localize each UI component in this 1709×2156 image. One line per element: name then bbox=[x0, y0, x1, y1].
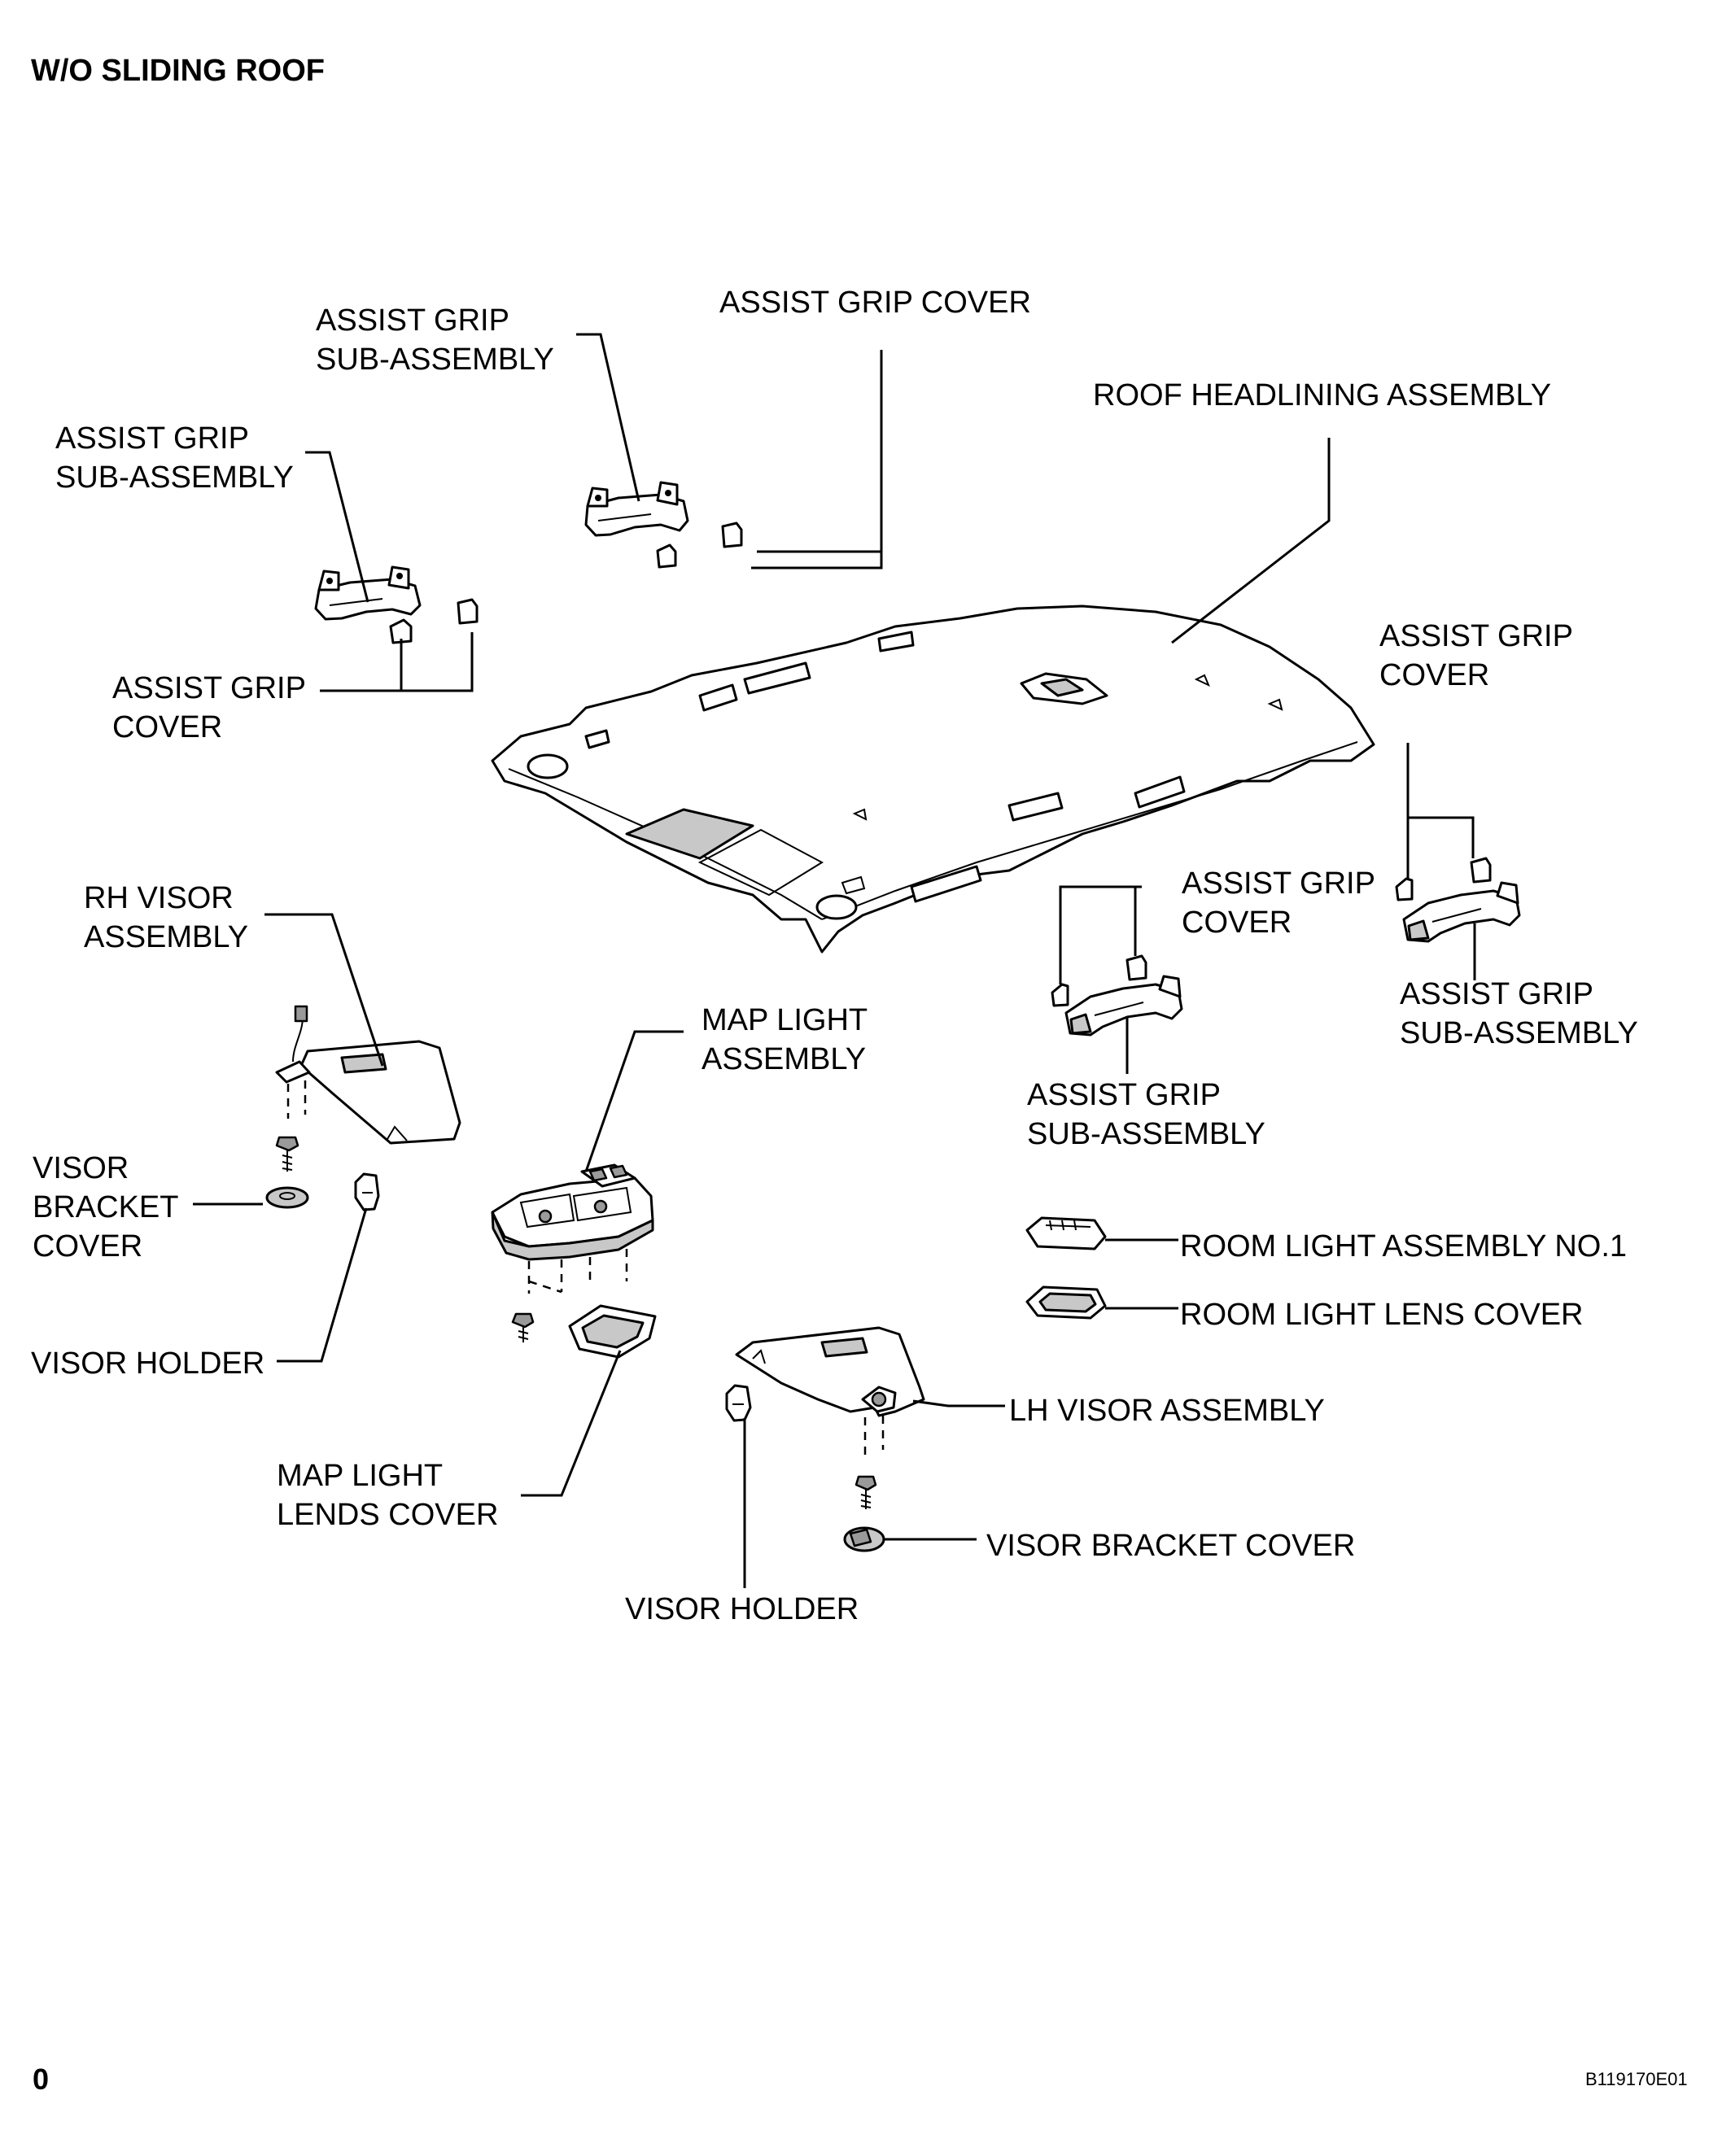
assist-grip-cover-left-a bbox=[389, 618, 413, 644]
lh-visor-assembly bbox=[735, 1326, 925, 1456]
visor-screw-left bbox=[275, 1136, 299, 1172]
label-assist-grip-cover-top: ASSIST GRIP COVER bbox=[719, 286, 1031, 320]
assist-grip-cover-right-a bbox=[1395, 877, 1414, 901]
label-room-light-lens-cover: ROOM LIGHT LENS COVER bbox=[1180, 1298, 1584, 1332]
assist-grip-sub-assembly-mid-right bbox=[1064, 975, 1183, 1037]
label-assist-grip-cover-right: ASSIST GRIP COVER bbox=[1379, 619, 1573, 692]
room-light-assembly-no1 bbox=[1025, 1216, 1107, 1250]
visor-bracket-cover-right bbox=[843, 1526, 885, 1552]
roof-headlining-assembly bbox=[491, 604, 1375, 954]
page-number: 0 bbox=[33, 2062, 50, 2096]
figure-id: B119170E01 bbox=[1585, 2069, 1688, 2089]
assist-grip-cover-right-b bbox=[1470, 857, 1492, 884]
assist-grip-sub-assembly-right bbox=[1402, 881, 1521, 943]
label-visor-bracket-cover-right: VISOR BRACKET COVER bbox=[986, 1529, 1356, 1563]
visor-screw-right bbox=[854, 1475, 877, 1509]
visor-holder-left bbox=[354, 1172, 380, 1211]
visor-bracket-cover-left bbox=[265, 1186, 309, 1209]
label-visor-bracket-cover-left: VISOR BRACKET COVER bbox=[33, 1151, 179, 1263]
label-assist-grip-cover-mid-right: ASSIST GRIP COVER bbox=[1182, 866, 1375, 940]
room-light-lens-cover bbox=[1025, 1285, 1107, 1320]
assist-grip-sub-assembly-left bbox=[314, 565, 422, 621]
label-visor-holder-left: VISOR HOLDER bbox=[31, 1346, 265, 1381]
label-room-light-assembly-no1: ROOM LIGHT ASSEMBLY NO.1 bbox=[1180, 1229, 1628, 1263]
assist-grip-cover-mid-right-b bbox=[1125, 954, 1147, 981]
map-light-screw bbox=[511, 1312, 535, 1342]
leader-lines bbox=[193, 333, 1476, 1588]
assist-grip-cover-top-b bbox=[721, 522, 743, 548]
label-rh-visor-assembly: RH VISOR ASSEMBLY bbox=[84, 881, 249, 954]
visor-holder-bottom bbox=[725, 1384, 752, 1422]
label-lh-visor-assembly: LH VISOR ASSEMBLY bbox=[1009, 1394, 1325, 1428]
label-assist-grip-sub-assembly-left: ASSIST GRIP SUB-ASSEMBLY bbox=[55, 421, 294, 495]
assist-grip-sub-assembly-top bbox=[584, 481, 689, 537]
map-light-lens-cover bbox=[568, 1304, 657, 1359]
label-visor-holder-bottom: VISOR HOLDER bbox=[625, 1592, 859, 1626]
page-title: W/O SLIDING ROOF bbox=[31, 54, 325, 88]
label-assist-grip-sub-assembly-right: ASSIST GRIP SUB-ASSEMBLY bbox=[1400, 977, 1638, 1050]
assist-grip-cover-left-b bbox=[457, 598, 479, 625]
map-light-assembly bbox=[491, 1163, 654, 1294]
label-roof-headlining-assembly: ROOF HEADLINING ASSEMBLY bbox=[1093, 378, 1552, 412]
label-assist-grip-sub-assembly-mid-right: ASSIST GRIP SUB-ASSEMBLY bbox=[1027, 1078, 1265, 1151]
label-assist-grip-sub-assembly-top: ASSIST GRIP SUB-ASSEMBLY bbox=[316, 303, 554, 377]
assist-grip-cover-top-a bbox=[656, 543, 677, 569]
label-assist-grip-cover-left: ASSIST GRIP COVER bbox=[112, 671, 306, 744]
assist-grip-cover-mid-right-a bbox=[1051, 983, 1069, 1007]
label-map-light-assembly: MAP LIGHT ASSEMBLY bbox=[702, 1003, 868, 1076]
label-map-light-lends-cover: MAP LIGHT LENDS COVER bbox=[277, 1459, 499, 1532]
rh-visor-assembly bbox=[275, 1005, 461, 1145]
